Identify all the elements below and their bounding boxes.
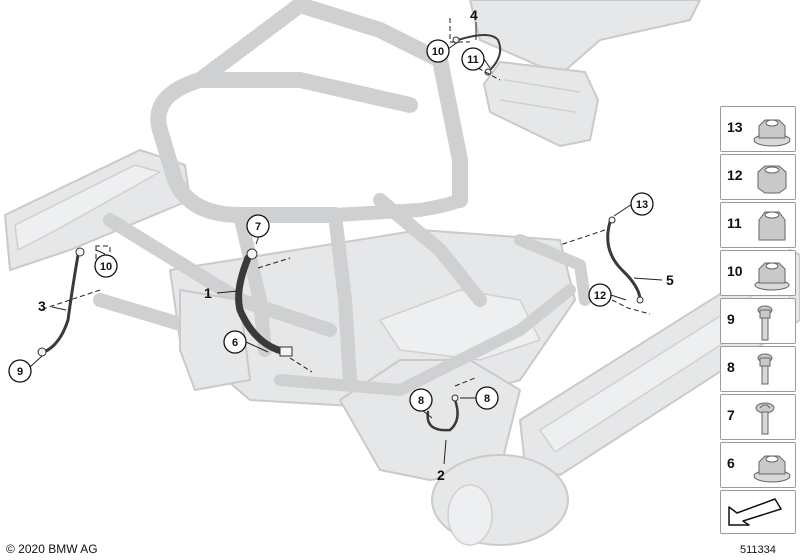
part-cell-12: 12	[720, 154, 796, 200]
callout-circle-9: 9	[8, 359, 32, 383]
svg-text:11: 11	[467, 54, 479, 66]
callout-item-3: 3	[38, 298, 46, 314]
callout-item-4: 4	[470, 7, 478, 23]
cable-5	[606, 220, 642, 300]
hex-nut-icon	[757, 165, 787, 194]
part-cell-7: 7	[720, 394, 796, 440]
torx-bolt-icon	[755, 402, 775, 435]
svg-text:12: 12	[594, 290, 606, 302]
svg-text:4: 4	[470, 7, 478, 23]
callout-circle-8-right: 8	[475, 386, 499, 410]
callout-item-5: 5	[666, 272, 674, 288]
socket-bolt-icon	[757, 353, 773, 385]
cable-1	[235, 254, 289, 356]
part-number: 10	[727, 263, 743, 279]
reservoir	[483, 61, 599, 147]
svg-text:2: 2	[437, 467, 445, 483]
left-bracket	[179, 289, 251, 391]
callout-item-1: 1	[204, 285, 212, 301]
part-number: 6	[727, 455, 735, 471]
part-number: 8	[727, 359, 735, 375]
cable-4	[457, 34, 502, 71]
svg-text:7: 7	[255, 221, 261, 233]
callout-circle-13: 13	[630, 192, 654, 216]
svg-text:8: 8	[418, 395, 424, 407]
svg-text:10: 10	[432, 46, 444, 58]
svg-text:8: 8	[484, 393, 490, 405]
vehicle-frame-assembly	[4, 0, 800, 546]
svg-text:5: 5	[666, 272, 674, 288]
svg-text:9: 9	[17, 366, 23, 378]
copyright-text: © 2020 BMW AG	[6, 542, 98, 556]
parts-legend: 13 12 11 10 9	[720, 106, 796, 534]
direction-arrow-cell	[720, 490, 796, 534]
top-plate	[469, 0, 701, 76]
cable-3	[42, 253, 80, 354]
svg-text:10: 10	[100, 261, 112, 273]
part-number: 11	[727, 215, 742, 231]
diagram-reference-number: 511334	[740, 544, 776, 556]
part-cell-11: 11	[720, 202, 796, 248]
callout-circle-11: 11	[461, 47, 485, 71]
part-number: 12	[727, 167, 743, 183]
flange-nut-icon	[753, 119, 791, 147]
part-cell-9: 9	[720, 298, 796, 344]
cable-2	[426, 398, 459, 432]
part-number: 7	[727, 407, 735, 423]
callout-circle-10-top: 10	[426, 39, 450, 63]
part-number: 9	[727, 311, 735, 327]
svg-text:1: 1	[204, 285, 212, 301]
callout-circle-10-left: 10	[94, 254, 118, 278]
svg-text:13: 13	[636, 199, 648, 211]
callout-circle-7: 7	[246, 214, 270, 238]
part-cell-10: 10	[720, 250, 796, 296]
svg-text:6: 6	[232, 337, 238, 349]
svg-text:3: 3	[38, 298, 46, 314]
callout-item-2: 2	[437, 467, 445, 483]
callout-circle-12: 12	[588, 283, 612, 307]
part-number: 13	[727, 119, 743, 135]
callout-circle-8-left: 8	[409, 388, 433, 412]
cap-nut-icon	[758, 211, 786, 241]
part-cell-13: 13	[720, 106, 796, 152]
callout-circle-6: 6	[223, 330, 247, 354]
ground-cables	[37, 34, 644, 432]
part-cell-8: 8	[720, 346, 796, 392]
part-cell-6: 6	[720, 442, 796, 488]
direction-arrow-icon	[728, 498, 782, 526]
assembly-lines	[39, 18, 651, 387]
flange-nut-icon	[753, 455, 791, 483]
socket-bolt-icon	[757, 305, 773, 341]
hex-nut-icon	[754, 262, 790, 291]
